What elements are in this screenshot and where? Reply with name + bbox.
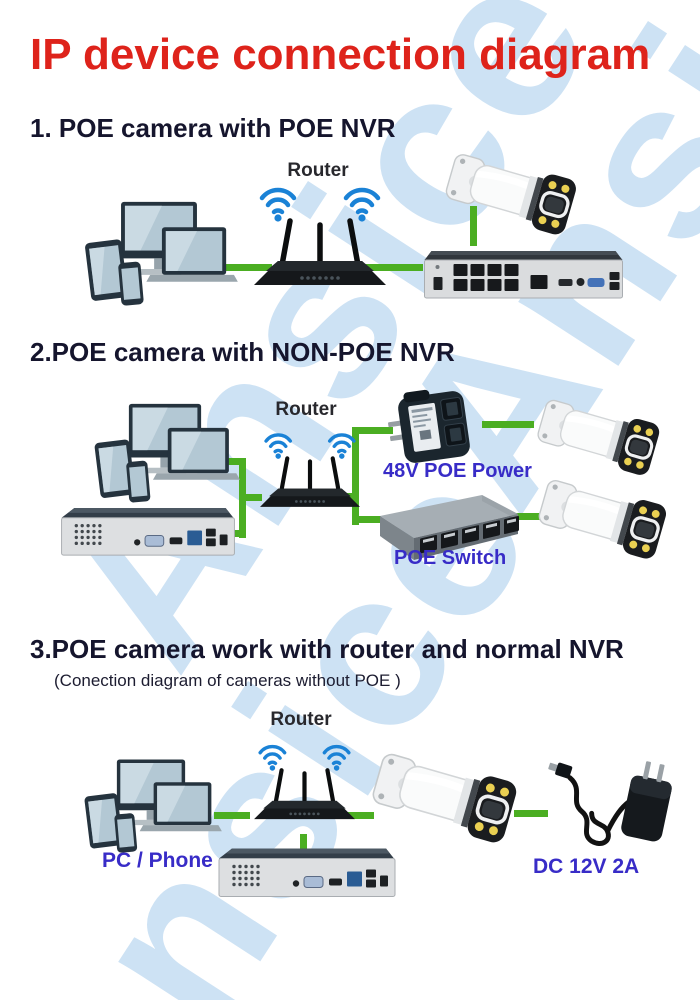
poe-injector-image bbox=[386, 386, 483, 468]
cable-riser-switch-2 bbox=[359, 516, 381, 523]
cable-riser-injector-2 bbox=[359, 427, 393, 434]
section3-heading: 3.POE camera work with router and normal… bbox=[30, 634, 624, 664]
dc-power-adapter-image bbox=[546, 750, 673, 857]
nvr-image bbox=[58, 506, 238, 561]
cable-camera-nvr-1 bbox=[470, 206, 477, 246]
section3-router-label: Router bbox=[270, 709, 332, 730]
section1-heading: 1. POE camera with POE NVR bbox=[30, 113, 396, 143]
wifi-router-image bbox=[257, 419, 363, 522]
section1-router-label: Router bbox=[287, 160, 349, 181]
poe-camera-image bbox=[370, 748, 518, 852]
cable-camera-adapter-3 bbox=[514, 810, 548, 817]
cable-devices-router-3 bbox=[214, 812, 250, 819]
cable-left-riser-2 bbox=[239, 458, 246, 538]
poe-switch-label: POE Switch bbox=[394, 547, 507, 569]
cable-router-nvr-1 bbox=[353, 264, 423, 271]
wifi-router-image bbox=[251, 730, 358, 835]
cable-router-camera-3 bbox=[347, 812, 374, 819]
cable-elbow-router-2 bbox=[246, 494, 262, 501]
poe-camera-image bbox=[532, 396, 664, 482]
client-devices-image bbox=[90, 400, 240, 504]
section2-heading: 2.POE camera with NON-POE NVR bbox=[30, 337, 455, 367]
wifi-router-image bbox=[250, 181, 390, 293]
pc-phone-label: PC / Phone bbox=[102, 849, 213, 872]
cable-switch-camera-2 bbox=[512, 513, 540, 520]
cable-devices-router-1 bbox=[220, 264, 272, 271]
cable-right-riser-2 bbox=[352, 427, 359, 525]
page-title: IP device connection diagram bbox=[30, 30, 651, 79]
poe-camera-image bbox=[536, 476, 668, 566]
section3-subheading: (Conection diagram of cameras without PO… bbox=[54, 671, 401, 690]
cable-injector-camera-2 bbox=[482, 421, 534, 428]
client-devices-image bbox=[80, 198, 238, 307]
poe-camera-image bbox=[443, 150, 578, 242]
cable-router-nvr-3 bbox=[300, 834, 307, 860]
dc-power-label: DC 12V 2A bbox=[533, 855, 640, 878]
poe-power-label: 48V POE Power bbox=[383, 460, 532, 482]
client-devices-image bbox=[80, 756, 222, 854]
section2-router-label: Router bbox=[275, 399, 337, 420]
poe-nvr-image bbox=[420, 250, 627, 304]
nvr-image bbox=[216, 846, 398, 903]
